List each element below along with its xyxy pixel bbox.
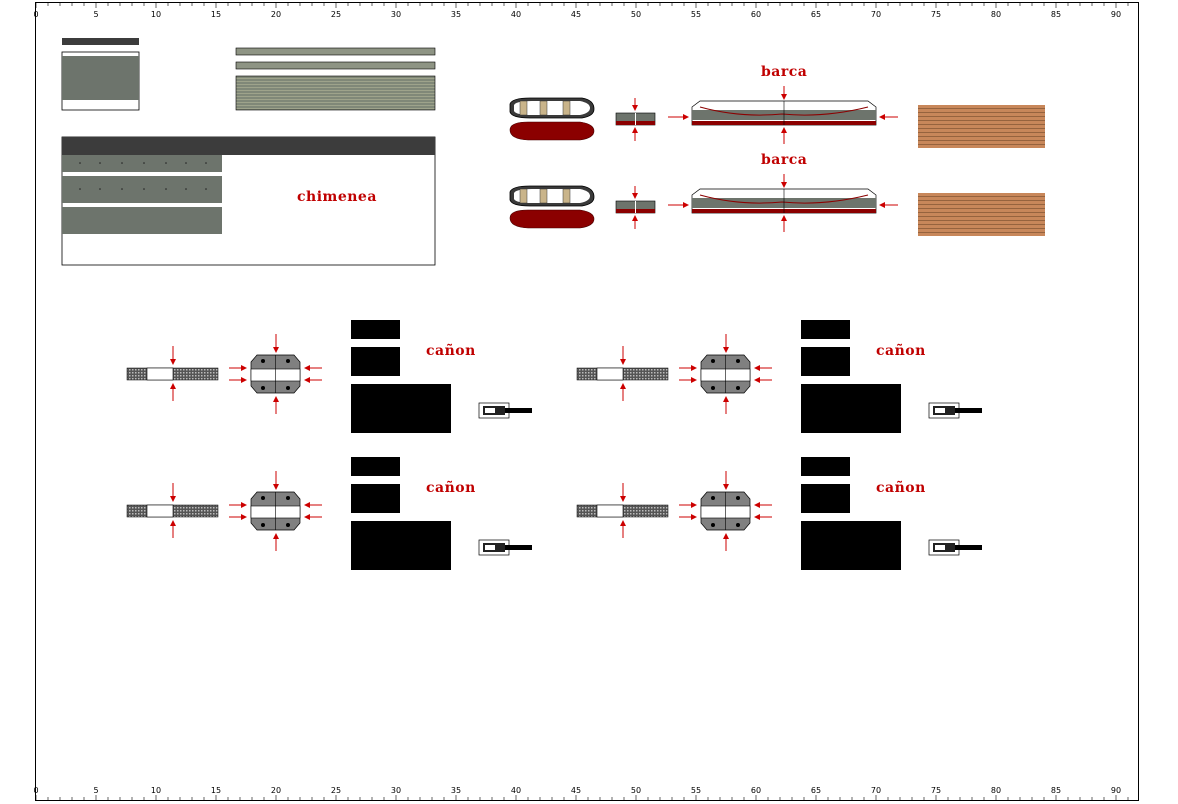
cannon-barrel-strip — [576, 504, 669, 518]
rowboat-hull — [509, 121, 595, 141]
page-border — [35, 2, 1139, 801]
cannon-black-piece — [351, 521, 451, 570]
ruler-number: 90 — [1111, 786, 1121, 795]
boat-label-bottom: barca — [761, 152, 808, 168]
boat-side-piece — [691, 100, 877, 126]
ruler-number: 40 — [511, 10, 521, 19]
ruler-number: 75 — [931, 786, 941, 795]
wood-deck-piece — [918, 193, 1045, 236]
ruler-number: 90 — [1111, 10, 1121, 19]
boat-set-top — [509, 86, 1045, 148]
rowboat-top-view — [509, 185, 595, 207]
cannon-top-view — [928, 539, 982, 556]
ruler-number: 80 — [991, 10, 1001, 19]
hull-piece-small — [61, 38, 140, 111]
ruler-number: 15 — [211, 786, 221, 795]
ruler-number: 60 — [751, 10, 761, 19]
ruler-number: 20 — [271, 10, 281, 19]
ruler-number: 50 — [631, 786, 641, 795]
cannon-top-view — [478, 539, 532, 556]
cannon-label-2: cañon — [876, 343, 926, 359]
cannon-set-3 — [126, 457, 532, 570]
cannon-set-2 — [576, 320, 982, 433]
ruler-number: 70 — [871, 10, 881, 19]
boat-side-piece — [691, 188, 877, 214]
cannon-barrel-strip — [576, 367, 669, 381]
cannon-carriage-piece — [700, 491, 751, 531]
chimney-piece — [61, 136, 436, 266]
ruler-number: 10 — [151, 10, 161, 19]
cannon-carriage-piece — [250, 491, 301, 531]
ruler-number: 35 — [451, 786, 461, 795]
cannon-barrel-strip — [126, 504, 219, 518]
cannon-black-piece — [351, 320, 400, 339]
ruler-number: 0 — [33, 10, 38, 19]
deck-strip-piece — [235, 47, 436, 111]
ruler-number: 15 — [211, 10, 221, 19]
boat-set-bottom — [509, 174, 1045, 236]
boat-label-top: barca — [761, 64, 808, 80]
cannon-black-piece — [351, 484, 400, 513]
ruler-number: 85 — [1051, 10, 1061, 19]
cannon-label-1: cañon — [426, 343, 476, 359]
cannon-set-1 — [126, 320, 532, 433]
rowboat-hull — [509, 209, 595, 229]
ruler-number: 50 — [631, 10, 641, 19]
cannon-black-piece — [801, 347, 850, 376]
cannon-barrel-strip — [126, 367, 219, 381]
ruler-number: 40 — [511, 786, 521, 795]
ruler-number: 5 — [93, 786, 98, 795]
cannon-black-piece — [801, 484, 850, 513]
cannon-set-4 — [576, 457, 982, 570]
ruler-number: 5 — [93, 10, 98, 19]
ruler-number: 25 — [331, 786, 341, 795]
cannon-label-3: cañon — [426, 480, 476, 496]
ruler-number: 35 — [451, 10, 461, 19]
boat-joint-piece — [615, 112, 656, 126]
ruler-number: 20 — [271, 786, 281, 795]
cannon-black-piece — [351, 347, 400, 376]
ruler-number: 30 — [391, 10, 401, 19]
wood-deck-piece — [918, 105, 1045, 148]
ruler-number: 30 — [391, 786, 401, 795]
cannon-label-4: cañon — [876, 480, 926, 496]
cannon-carriage-piece — [250, 354, 301, 394]
cannon-black-piece — [351, 457, 400, 476]
chimney-label: chimenea — [297, 189, 377, 205]
ruler-number: 25 — [331, 10, 341, 19]
ruler-top: 0 5 10 15 20 25 30 35 40 45 50 55 60 65 70 75 80 85 90 — [33, 3, 1129, 19]
ruler-number: 80 — [991, 786, 1001, 795]
rowboat-top-view — [509, 97, 595, 119]
ruler-number: 45 — [571, 10, 581, 19]
ruler-number: 65 — [811, 786, 821, 795]
cannon-carriage-piece — [700, 354, 751, 394]
cannon-black-piece — [801, 521, 901, 570]
ruler-bottom: 0 5 10 15 20 25 30 35 40 45 50 55 60 65 70 75 80 85 90 — [33, 786, 1129, 800]
cannon-black-piece — [801, 457, 850, 476]
cannon-black-piece — [801, 320, 850, 339]
ruler-number: 70 — [871, 786, 881, 795]
ruler-number: 85 — [1051, 786, 1061, 795]
ruler-number: 65 — [811, 10, 821, 19]
ruler-number: 10 — [151, 786, 161, 795]
ruler-number: 0 — [33, 786, 38, 795]
ruler-number: 55 — [691, 10, 701, 19]
cannon-black-piece — [351, 384, 451, 433]
cannon-black-piece — [801, 384, 901, 433]
cannon-top-view — [478, 402, 532, 419]
ruler-number: 75 — [931, 10, 941, 19]
ruler-number: 60 — [751, 786, 761, 795]
boat-joint-piece — [615, 200, 656, 214]
cannon-top-view — [928, 402, 982, 419]
ruler-number: 45 — [571, 786, 581, 795]
ruler-number: 55 — [691, 786, 701, 795]
